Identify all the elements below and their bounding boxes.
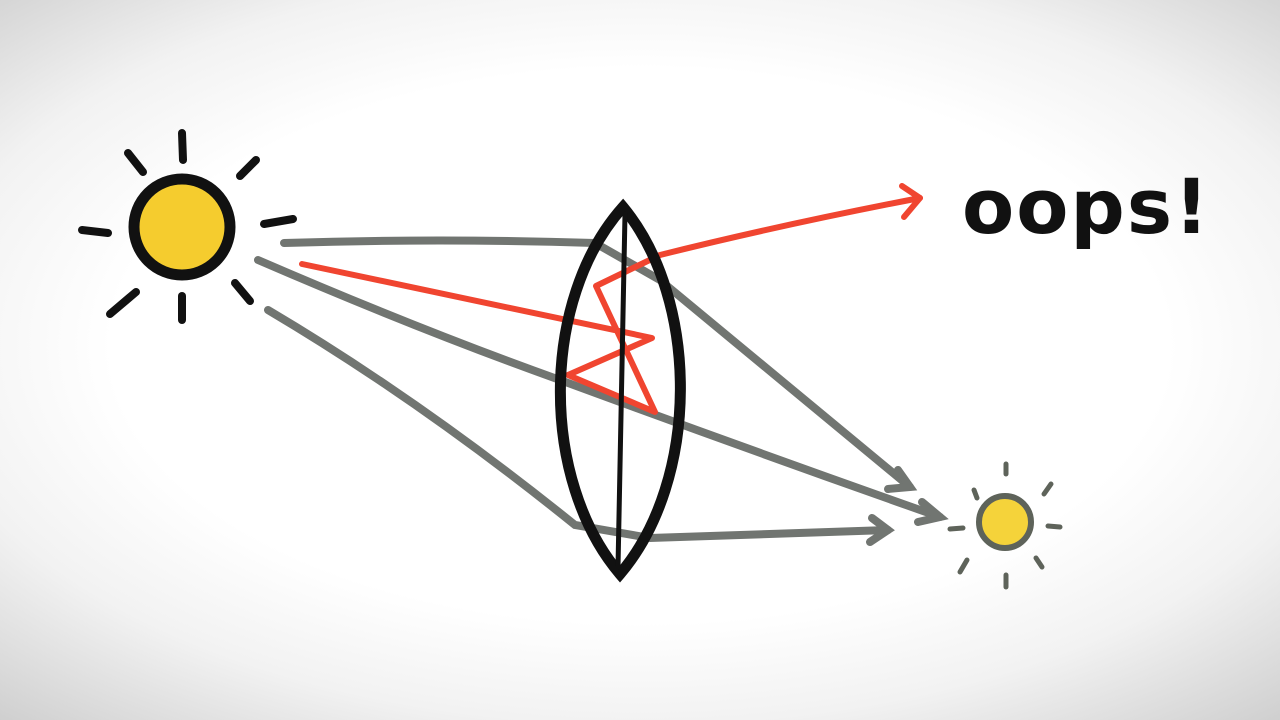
oops-label: oops!: [962, 162, 1211, 251]
source-sun-icon: [78, 129, 297, 324]
image-sun-icon: [947, 461, 1063, 590]
reflected-red-ray: [299, 183, 923, 415]
lens-icon: [554, 198, 686, 583]
